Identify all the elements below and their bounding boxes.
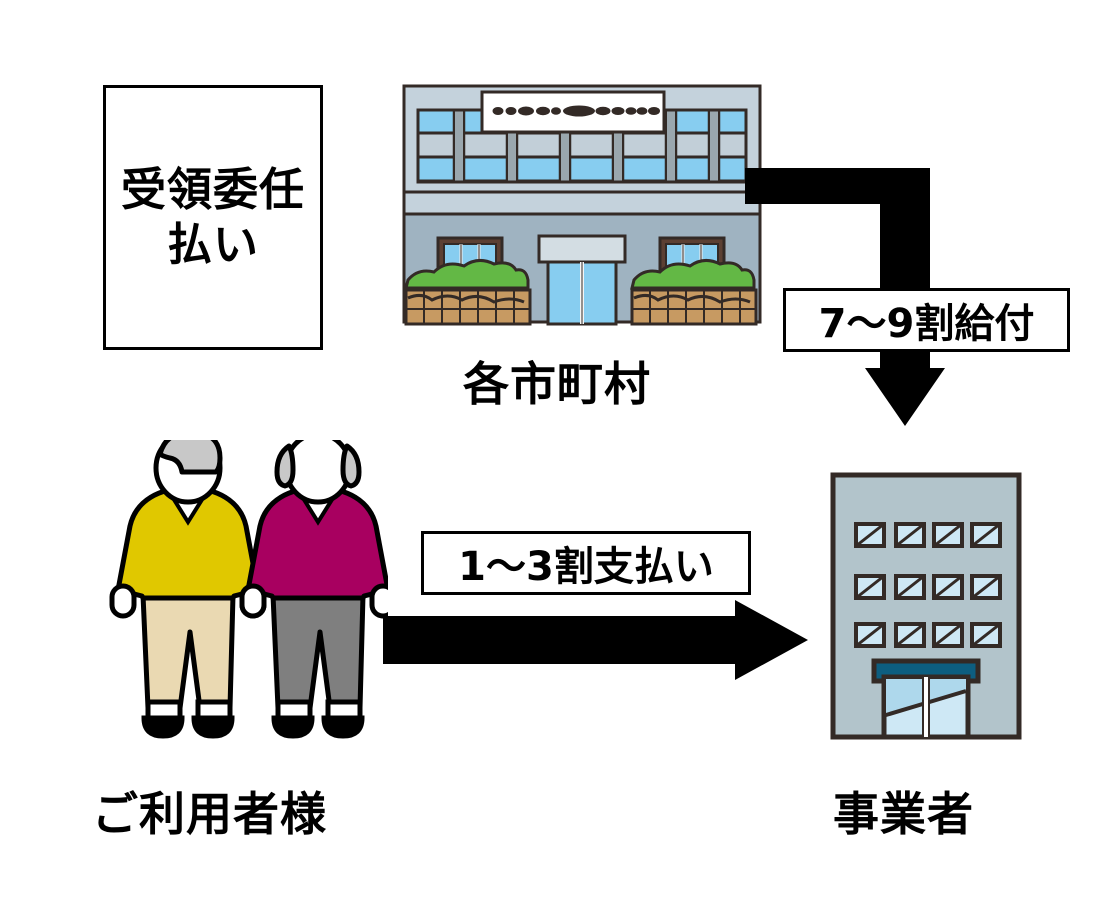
payment-flow-arrow (383, 600, 808, 680)
cityhall-right-planter (630, 259, 758, 326)
cityhall-signboard (480, 90, 666, 134)
payment-flow-label: 1～3割支払い (458, 544, 714, 590)
node-label-municipality: 各市町村 (463, 357, 651, 411)
node-label-users: ご利用者様 (92, 787, 327, 841)
benefit-flow-label: 7～9割給付 (818, 301, 1035, 347)
payment-flow-label-box: 1～3割支払い (421, 531, 751, 595)
signboard-text-glyphs (492, 105, 660, 117)
provider-entrance-door (881, 674, 971, 740)
node-label-provider: 事業者 (833, 787, 974, 841)
title-card-line-1: 受領委任 (120, 162, 305, 216)
office-building-icon (830, 472, 1022, 740)
title-card-line-2: 払い (166, 217, 259, 271)
receipt-delegation-payment-card: 受領委任 払い (103, 85, 323, 350)
person-yellow (109, 440, 267, 739)
cityhall-left-planter (404, 259, 532, 326)
two-elderly-people-icon (109, 440, 388, 739)
city-hall-building-icon (402, 84, 762, 326)
provider-windows (854, 522, 1002, 648)
cityhall-entrance-door (537, 234, 627, 326)
benefit-flow-arrow (745, 168, 945, 426)
benefit-flow-label-box: 7～9割給付 (783, 288, 1070, 352)
person-magenta (239, 440, 388, 739)
